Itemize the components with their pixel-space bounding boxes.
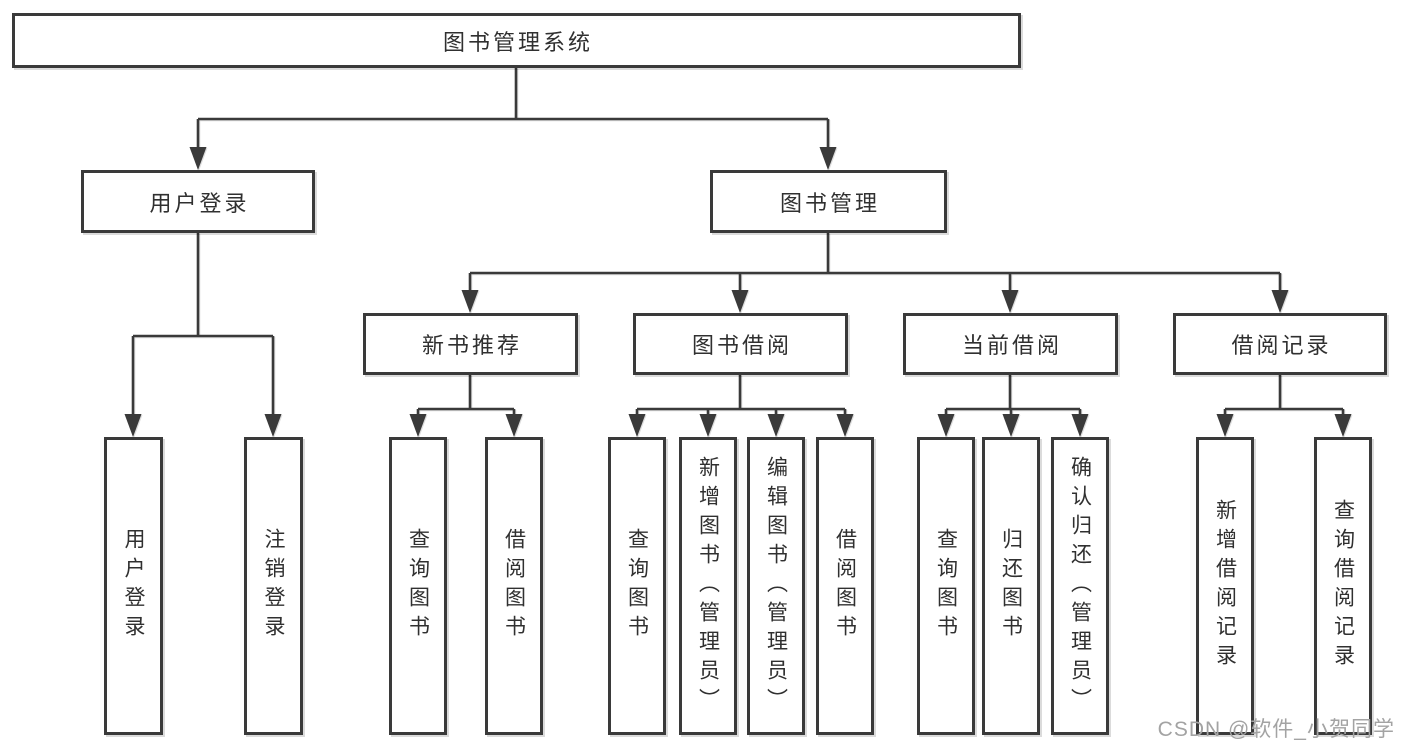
leaf-add-book-admin: 新增图书（管理员） (679, 437, 737, 735)
arrow-down-icon (505, 414, 523, 437)
arrow-down-icon (409, 414, 427, 437)
arrow-down-icon (731, 290, 749, 313)
leaf-query-books-newbooks: 查询图书 (389, 437, 447, 735)
spine-borrowing-records (1225, 375, 1343, 411)
arrow-down-icon (1002, 414, 1020, 437)
arrow-down-icon (628, 414, 646, 437)
leaf-edit-book-admin: 编辑图书（管理员） (747, 437, 805, 735)
leaf-confirm-return-admin: 确认归还（管理员） (1051, 437, 1109, 735)
arrow-down-icon (1071, 414, 1089, 437)
node-library-system-label: 图书管理系统 (442, 29, 593, 55)
arrow-down-icon (461, 290, 479, 313)
leaf-add-book-admin-label: 新增图书（管理员） (696, 455, 720, 717)
arrow-down-icon (1334, 414, 1352, 437)
leaf-user-login: 用户登录 (104, 437, 163, 735)
node-user-login: 用户登录 (81, 170, 315, 233)
leaf-query-books-borrowing: 查询图书 (608, 437, 666, 735)
node-library-system: 图书管理系统 (12, 13, 1021, 68)
leaf-borrow-books-newbooks: 借阅图书 (485, 437, 543, 735)
arrow-down-icon (937, 414, 955, 437)
node-book-management-label: 图书管理 (779, 190, 880, 216)
leaf-query-books-current-label: 查询图书 (934, 528, 958, 644)
spine-book-management (470, 233, 1280, 275)
leaf-return-book-label: 归还图书 (999, 528, 1023, 644)
spine-new-books (418, 375, 514, 411)
leaf-query-books-borrowing-label: 查询图书 (625, 528, 649, 644)
arrow-down-icon (264, 414, 282, 437)
spine-current-borrowing (946, 375, 1080, 411)
arrow-down-icon (819, 147, 837, 170)
node-new-book-recommend-label: 新书推荐 (421, 333, 522, 358)
arrow-down-icon (189, 147, 207, 170)
leaf-add-borrow-record-label: 新增借阅记录 (1213, 499, 1237, 673)
arrow-down-icon (767, 414, 785, 437)
node-book-borrowing: 图书借阅 (633, 313, 848, 375)
arrow-down-icon (124, 414, 142, 437)
node-book-borrowing-label: 图书借阅 (691, 333, 792, 358)
arrow-down-icon (836, 414, 854, 437)
spine-book-borrowing (637, 375, 845, 411)
leaf-borrow-books-borrowing-label: 借阅图书 (833, 528, 857, 644)
leaf-borrow-books-borrowing: 借阅图书 (816, 437, 874, 735)
arrow-down-icon (699, 414, 717, 437)
leaf-edit-book-admin-label: 编辑图书（管理员） (764, 455, 788, 717)
leaf-logout: 注销登录 (244, 437, 303, 735)
node-user-login-label: 用户登录 (149, 190, 250, 216)
leaf-query-borrow-record: 查询借阅记录 (1314, 437, 1372, 735)
node-new-book-recommend: 新书推荐 (363, 313, 578, 375)
leaf-query-books-newbooks-label: 查询图书 (406, 528, 430, 644)
spine-root (198, 68, 828, 121)
arrow-down-icon (1271, 290, 1289, 313)
leaf-logout-label: 注销登录 (262, 528, 286, 644)
node-borrowing-records: 借阅记录 (1173, 313, 1387, 375)
node-current-borrowing: 当前借阅 (903, 313, 1118, 375)
node-borrowing-records-label: 借阅记录 (1231, 333, 1332, 358)
csdn-watermark: CSDN @软件_小贺同学 (1157, 718, 1395, 741)
leaf-return-book: 归还图书 (982, 437, 1040, 735)
node-book-management: 图书管理 (710, 170, 947, 233)
leaf-user-login-label: 用户登录 (122, 528, 146, 644)
leaf-query-books-current: 查询图书 (917, 437, 975, 735)
spine-user-login (133, 233, 273, 338)
leaf-confirm-return-admin-label: 确认归还（管理员） (1068, 455, 1092, 717)
node-current-borrowing-label: 当前借阅 (961, 333, 1062, 358)
leaf-query-borrow-record-label: 查询借阅记录 (1331, 499, 1355, 673)
leaf-add-borrow-record: 新增借阅记录 (1196, 437, 1254, 735)
arrow-down-icon (1216, 414, 1234, 437)
arrow-down-icon (1001, 290, 1019, 313)
leaf-borrow-books-newbooks-label: 借阅图书 (502, 528, 526, 644)
